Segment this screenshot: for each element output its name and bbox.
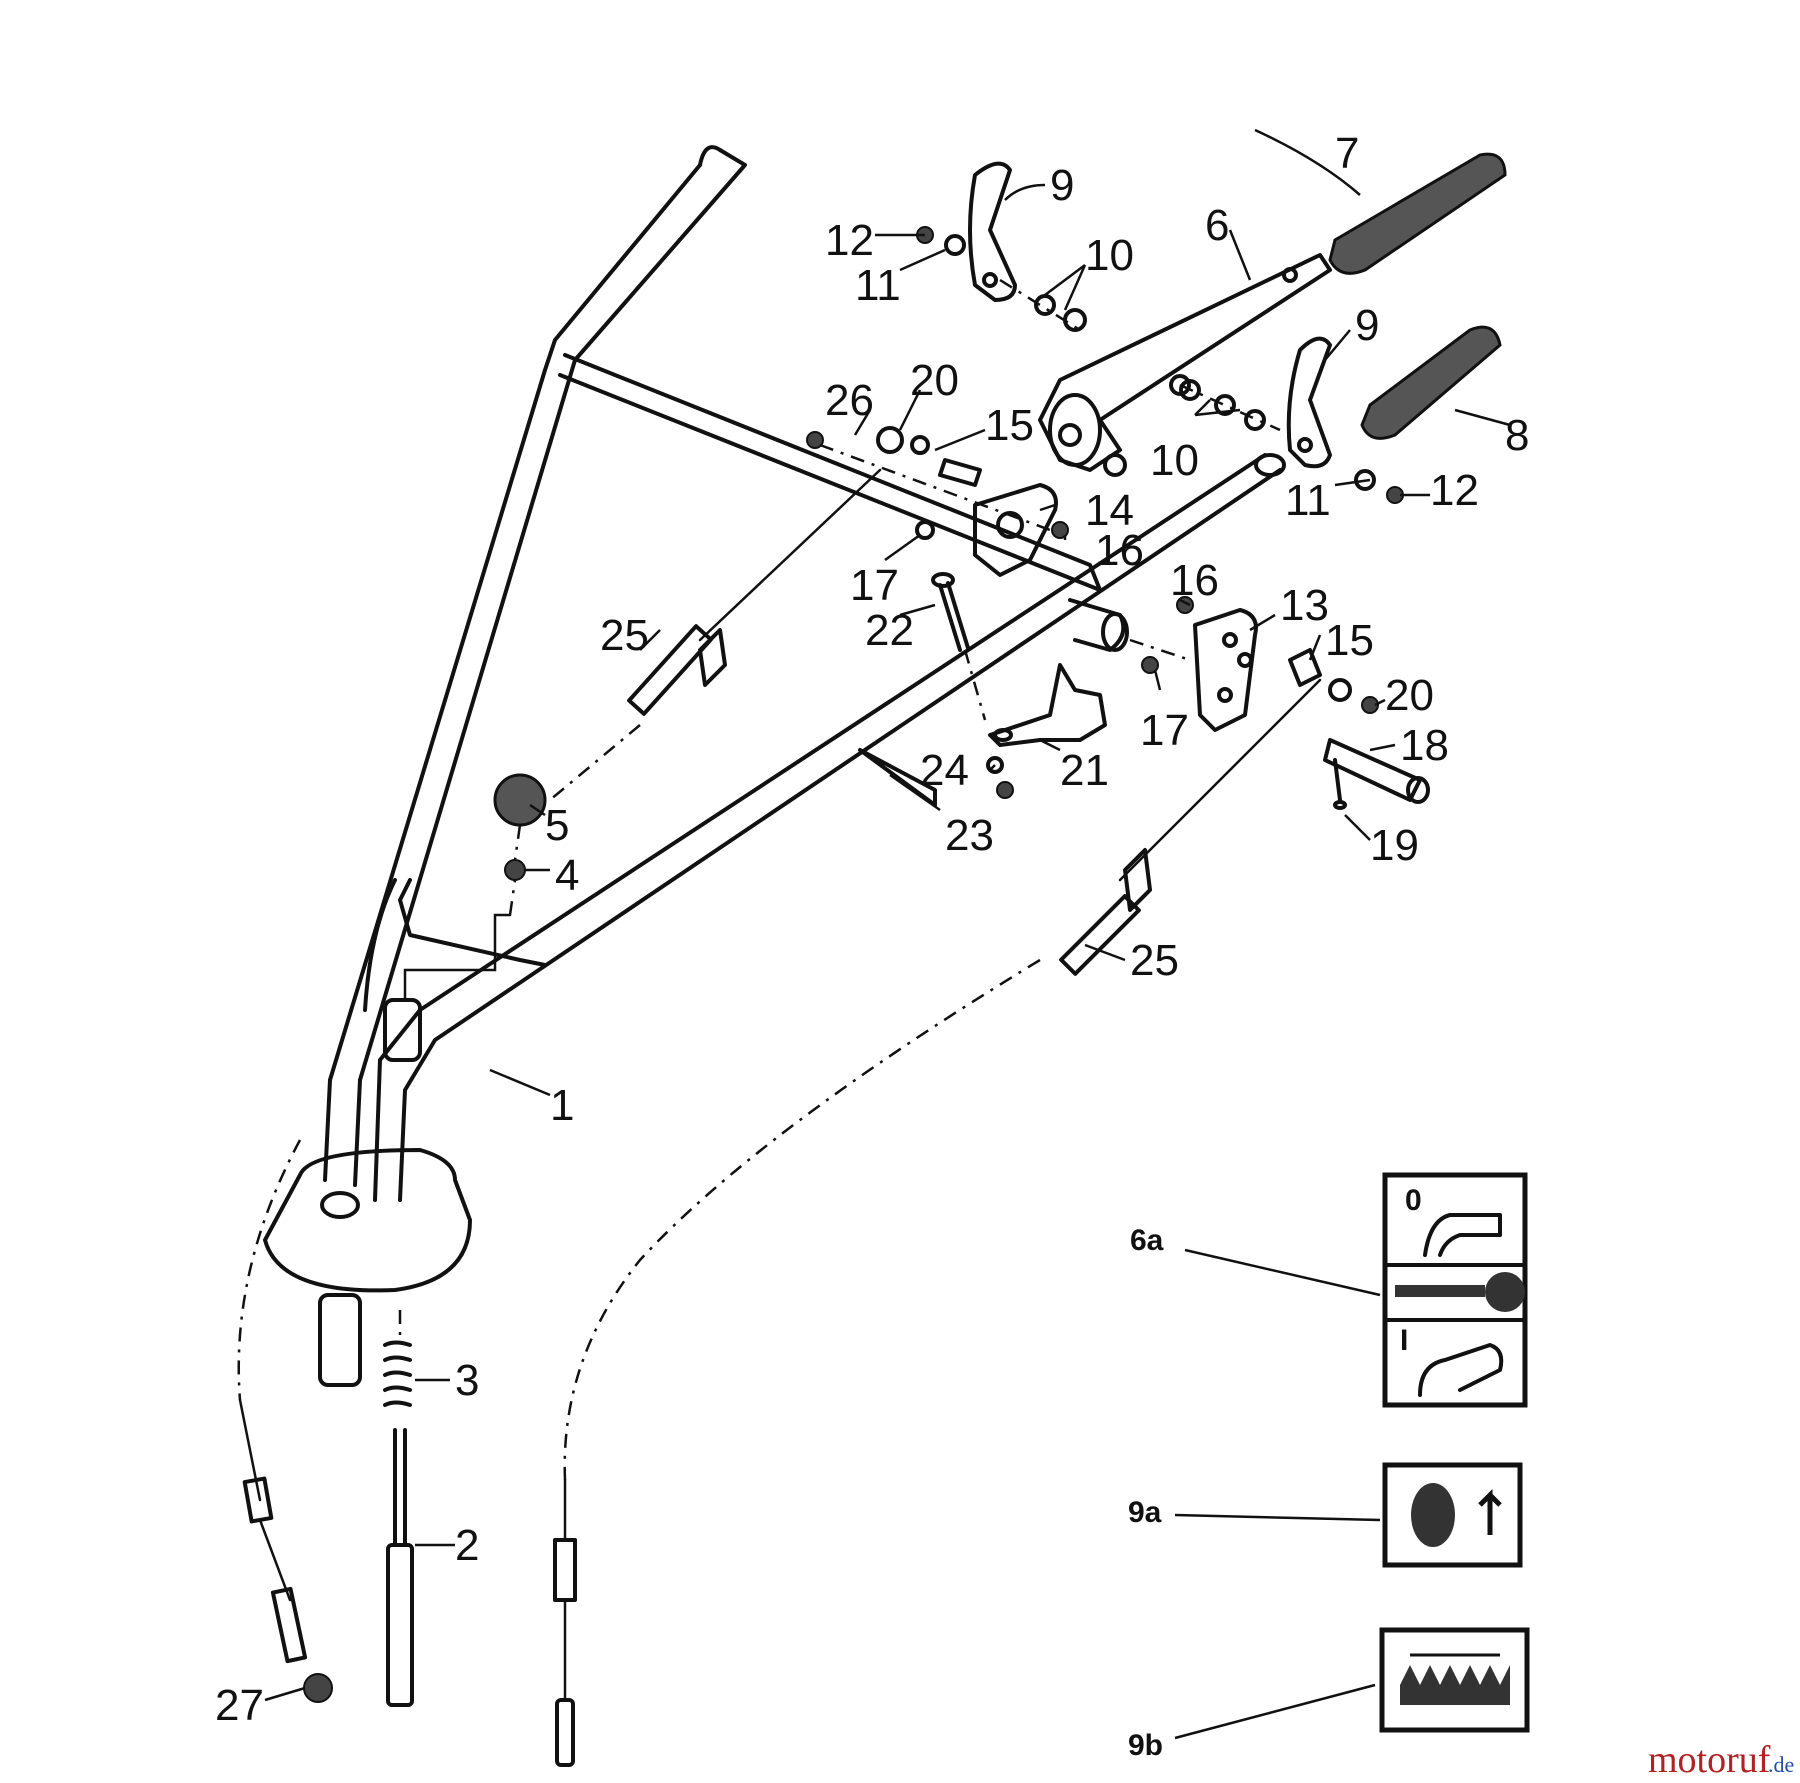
- decal-6a-bottom-symbol: I: [1400, 1324, 1408, 1357]
- leader-lines: [264, 128, 1511, 1740]
- upper-bracket: [806, 426, 1069, 577]
- callout-9a: 9a: [1128, 1496, 1162, 1529]
- callout-17-lower: 17: [1140, 706, 1189, 755]
- callout-11-lower: 11: [1285, 476, 1331, 525]
- watermark-suffix: .de: [1768, 1752, 1794, 1777]
- callout-8: 8: [1505, 411, 1529, 460]
- callout-13: 13: [1280, 581, 1329, 630]
- decal-6a: 0 I: [1382, 1172, 1528, 1408]
- callout-5: 5: [545, 801, 569, 850]
- knob: [493, 773, 547, 827]
- callout-labels: 7 6 9 10 12 11 9 8 10 11 12 26 20 15 14 …: [215, 129, 1529, 1762]
- pin-18: [1323, 738, 1430, 810]
- handlebar-frame: [323, 145, 1286, 1202]
- callout-17-upper: 17: [850, 561, 899, 610]
- callout-9b: 9b: [1128, 1729, 1163, 1762]
- callout-10-lower: 10: [1150, 436, 1199, 485]
- callout-23: 23: [945, 811, 994, 860]
- watermark: motoruf .de: [1648, 1739, 1794, 1781]
- hardware-lower: [1179, 379, 1404, 504]
- hardware-upper: [916, 226, 1087, 332]
- callout-22: 22: [865, 606, 914, 655]
- lower-bracket: [1129, 596, 1379, 732]
- callout-20-upper: 20: [910, 356, 959, 405]
- callout-12-upper: 12: [825, 216, 874, 265]
- callout-9-upper: 9: [1050, 161, 1074, 210]
- control-lever: [1038, 253, 1332, 477]
- nut-4: [504, 859, 526, 881]
- callout-1: 1: [550, 1081, 574, 1130]
- left-cable: [237, 1139, 333, 1703]
- callout-25-upper: 25: [600, 611, 649, 660]
- callout-21: 21: [1060, 746, 1109, 795]
- upper-left-cable: [549, 468, 882, 801]
- clamp-21: [986, 663, 1107, 799]
- callout-24: 24: [920, 746, 969, 795]
- watermark-main: motoruf: [1648, 1739, 1771, 1781]
- callout-14: 14: [1085, 486, 1134, 535]
- knob-post: [383, 913, 512, 1062]
- callout-7: 7: [1335, 129, 1359, 178]
- grip-lower: [1360, 325, 1502, 440]
- decal-6a-top-symbol: 0: [1405, 1184, 1422, 1217]
- callout-6: 6: [1205, 201, 1229, 250]
- callout-9-lower: 9: [1355, 301, 1379, 350]
- spacer-tube: [1068, 598, 1129, 652]
- grip-upper: [1328, 152, 1507, 275]
- callout-11-upper: 11: [855, 261, 901, 310]
- callout-4: 4: [555, 851, 579, 900]
- callout-25-lower: 25: [1130, 936, 1179, 985]
- pin-23: [858, 748, 937, 807]
- pawl-upper: [968, 161, 1017, 302]
- rod-assembly: [383, 1310, 414, 1707]
- bolt-22: [931, 572, 987, 721]
- callout-6a: 6a: [1130, 1224, 1164, 1257]
- callout-15-upper: 15: [985, 401, 1034, 450]
- pawl-lower: [1286, 336, 1332, 469]
- callout-12-lower: 12: [1430, 466, 1479, 515]
- callout-27: 27: [215, 1681, 264, 1730]
- callout-26: 26: [825, 376, 874, 425]
- callout-15-lower: 15: [1325, 616, 1374, 665]
- callout-18: 18: [1400, 721, 1449, 770]
- decal-9a: [1382, 1462, 1523, 1568]
- callout-2: 2: [455, 1521, 479, 1570]
- callout-16-upper: 16: [1095, 526, 1144, 575]
- base-casting: [263, 1148, 472, 1387]
- callout-19: 19: [1370, 821, 1419, 870]
- callout-20-lower: 20: [1385, 671, 1434, 720]
- callout-3: 3: [455, 1356, 479, 1405]
- decal-9b: [1379, 1627, 1530, 1733]
- callout-10-upper: 10: [1085, 231, 1134, 280]
- right-cable: [553, 678, 1322, 1767]
- callout-16-lower: 16: [1170, 556, 1219, 605]
